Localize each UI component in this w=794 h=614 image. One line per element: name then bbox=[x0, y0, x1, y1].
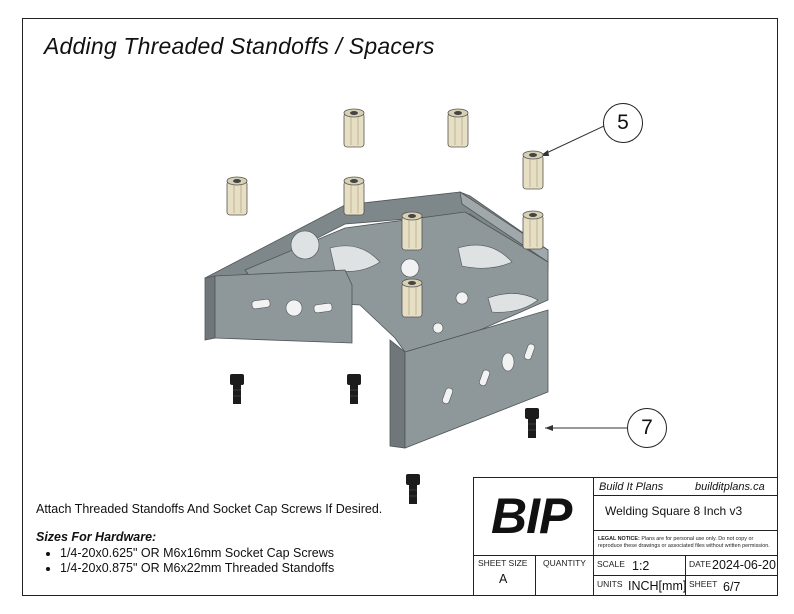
threaded-standoff bbox=[447, 108, 469, 148]
date-value: 2024-06-20 bbox=[712, 558, 776, 572]
threaded-standoff bbox=[343, 108, 365, 148]
screws bbox=[230, 374, 539, 504]
hardware-item: 1/4-20x0.875" OR M6x22mm Threaded Stando… bbox=[60, 561, 382, 576]
scale-value: 1:2 bbox=[632, 559, 650, 573]
hardware-notes: Attach Threaded Standoffs And Socket Cap… bbox=[36, 502, 382, 576]
threaded-standoff bbox=[401, 278, 423, 318]
threaded-standoff bbox=[343, 176, 365, 216]
hardware-list: 1/4-20x0.625" OR M6x16mm Socket Cap Scre… bbox=[36, 546, 382, 576]
leader-arrow-screw bbox=[545, 425, 553, 431]
front-bracket bbox=[389, 309, 549, 449]
sheet-value: 6/7 bbox=[723, 580, 741, 594]
company-website: builditplans.ca bbox=[695, 481, 765, 493]
callout-number: 5 bbox=[617, 111, 629, 134]
hardware-heading: Sizes For Hardware: bbox=[36, 530, 157, 544]
part-name: Welding Square 8 Inch v3 bbox=[605, 504, 743, 518]
quantity-label: QUANTITY bbox=[543, 558, 586, 568]
sheet-label: SHEET bbox=[689, 579, 718, 589]
hardware-item: 1/4-20x0.625" OR M6x16mm Socket Cap Scre… bbox=[60, 546, 382, 561]
socket-cap-screw bbox=[406, 474, 420, 504]
callout-number: 7 bbox=[641, 416, 653, 439]
callout-balloon-screw: 7 bbox=[627, 408, 667, 448]
socket-cap-screw bbox=[230, 374, 244, 404]
threaded-standoff bbox=[226, 176, 248, 216]
socket-cap-screw bbox=[347, 374, 361, 404]
sheet-size-label: SHEET SIZE bbox=[478, 558, 528, 568]
company-name: Build It Plans bbox=[599, 481, 664, 493]
units-label: UNITS bbox=[597, 579, 623, 589]
leader-line-standoff bbox=[539, 125, 605, 157]
date-label: DATE bbox=[689, 559, 712, 569]
socket-cap-screw bbox=[525, 408, 539, 438]
legal-label: LEGAL NOTICE: bbox=[598, 536, 640, 542]
callout-balloon-standoff: 5 bbox=[603, 103, 643, 143]
threaded-standoff bbox=[522, 210, 544, 250]
left-bracket bbox=[204, 269, 353, 344]
units-value: INCH[mm] bbox=[628, 579, 687, 593]
legal-notice: LEGAL NOTICE: Plans are for personal use… bbox=[598, 536, 774, 550]
sheet-size-value: A bbox=[499, 572, 508, 586]
scale-label: SCALE bbox=[597, 559, 625, 569]
threaded-standoff bbox=[401, 211, 423, 251]
company-logo: BIP bbox=[491, 488, 572, 544]
threaded-standoff bbox=[522, 150, 544, 190]
standoffs bbox=[226, 108, 544, 318]
page-title: Adding Threaded Standoffs / Spacers bbox=[44, 33, 435, 59]
legal-text: Plans are for personal use only. Do not … bbox=[598, 536, 770, 549]
sheet-border bbox=[22, 18, 778, 596]
attach-note: Attach Threaded Standoffs And Socket Cap… bbox=[36, 502, 383, 516]
